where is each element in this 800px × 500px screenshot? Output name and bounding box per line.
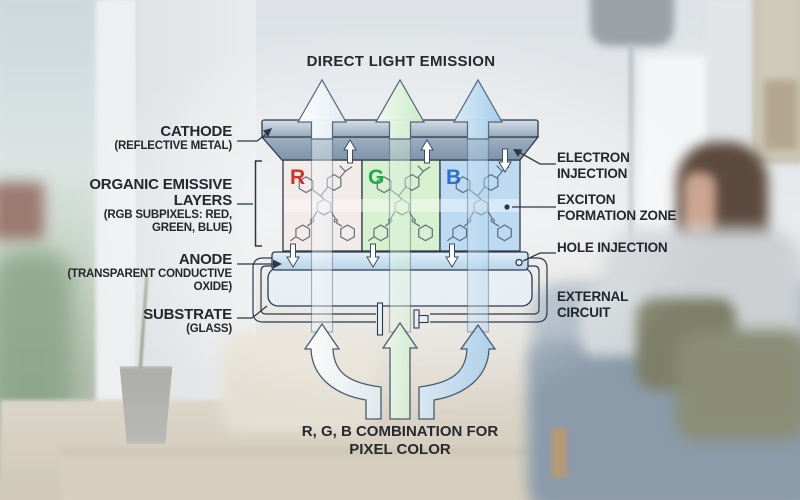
label-exciton-zone: EXCITON FORMATION ZONE — [557, 192, 677, 223]
anode-sublabel: (TRANSPARENT CONDUCTIVE OXIDE) — [67, 268, 233, 293]
rgb-combination-arrows — [303, 321, 497, 420]
label-external-circuit: EXTERNAL CIRCUIT — [557, 289, 628, 320]
arrow-down-green — [366, 243, 380, 268]
substrate-sublabel: (GLASS) — [186, 323, 232, 335]
arrow-down-blue — [445, 243, 459, 268]
charge-arrows — [286, 139, 512, 268]
emission-arrow-white — [296, 78, 348, 140]
organic-layers-label: ORGANIC EMISSIVE LAYERS — [89, 176, 232, 209]
label-connectors — [237, 128, 556, 319]
substrate-label: SUBSTRATE — [143, 306, 232, 323]
subpixel-letter-r: R — [290, 166, 305, 189]
combination-arrow-green — [381, 321, 419, 420]
pixel-color-caption: R, G, B COMBINATION FOR PIXEL COLOR — [301, 423, 499, 458]
cathode-sublabel: (REFLECTIVE METAL) — [114, 140, 232, 152]
anode-label: ANODE — [178, 251, 232, 268]
emission-arrows — [296, 78, 504, 333]
emission-arrow-green — [374, 78, 426, 140]
subpixel-letter-g: G — [368, 166, 384, 189]
subpixel-letter-b: B — [446, 166, 461, 189]
label-anode: ANODE (TRANSPARENT CONDUCTIVE OXIDE) — [60, 251, 233, 294]
combination-arrow-blue — [418, 323, 497, 420]
label-hole-injection: HOLE INJECTION — [557, 240, 668, 255]
external-circuit-wire — [252, 257, 548, 323]
arrow-up-green — [420, 139, 434, 164]
combination-arrow-white — [303, 322, 382, 420]
organic-layers-sublabel: (RGB SUBPIXELS: RED, GREEN, BLUE) — [103, 209, 232, 234]
electron-injection-arrow — [498, 148, 512, 173]
label-organic-layers: ORGANIC EMISSIVE LAYERS (RGB SUBPIXELS: … — [60, 177, 232, 235]
label-cathode: CATHODE (REFLECTIVE METAL) — [60, 124, 232, 153]
arrow-up-red — [343, 139, 357, 164]
cathode-label: CATHODE — [160, 123, 232, 140]
label-electron-injection: ELECTRON INJECTION — [557, 150, 630, 181]
label-substrate: SUBSTRATE (GLASS) — [60, 307, 232, 336]
battery-symbol — [376, 302, 429, 336]
emission-arrow-blue — [452, 78, 504, 140]
arrow-down-red — [286, 243, 300, 268]
diagram-title: DIRECT LIGHT EMISSION — [306, 53, 496, 70]
